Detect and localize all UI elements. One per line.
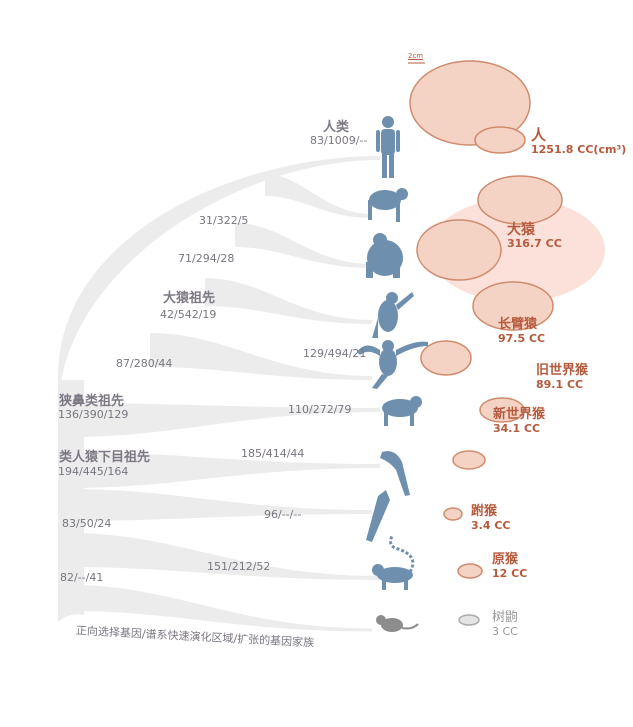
simian-ancestor-label: 类人猿下目祖先 [59, 450, 151, 465]
tarsier-stats: 96/--/-- [264, 508, 302, 521]
human-silhouette-icon [376, 116, 400, 178]
root-stats: 82/--/41 [60, 571, 104, 584]
lemur-stats: 151/212/52 [207, 560, 271, 573]
tarsier-brain-image [443, 507, 463, 521]
treeshrew-silhouette-icon [376, 615, 419, 632]
lemur-brain-image [457, 563, 483, 579]
chimp-stats: 31/322/5 [199, 214, 249, 227]
catarrhine-ancestor-label: 狭鼻类祖先 [59, 394, 125, 409]
new-world-monkey-brain-image [452, 450, 486, 470]
branch-gorilla [235, 223, 372, 268]
branch-old-world-monkey [70, 403, 380, 437]
human-stats: 83/1009/-- [310, 134, 368, 147]
gibbon-silhouette-icon [357, 340, 428, 389]
gorilla-silhouette-icon [366, 233, 403, 278]
great-ape-ancestor-stats: 42/542/19 [160, 308, 217, 321]
chimp-brain-image [477, 175, 563, 225]
chimpanzee-silhouette-icon [368, 188, 408, 222]
branch-tarsier [70, 489, 372, 521]
branch-new-world-monkey [70, 452, 380, 488]
simian-ancestor-stats: 194/445/164 [58, 465, 129, 478]
branch-orangutan [205, 278, 372, 324]
new-world-monkey-silhouette-icon [380, 451, 410, 496]
branch-treeshrew [70, 585, 372, 632]
old-world-monkey-brain-image [479, 397, 525, 423]
treeshrew-brain-image [458, 614, 480, 626]
branch-gibbon [150, 333, 372, 380]
tarsier-silhouette-icon [366, 490, 390, 542]
hominoid-stats: 87/280/44 [116, 357, 173, 370]
branch-chimp [265, 174, 372, 218]
gibbon-brain-image [420, 340, 472, 376]
great-ape-ancestor-label: 大猿祖先 [163, 291, 216, 306]
human-label: 人类 [323, 120, 350, 135]
catarrhine-ancestor-stats: 136/390/129 [58, 408, 129, 421]
branch-lemur [70, 533, 380, 580]
primate-stats: 83/50/24 [62, 517, 112, 530]
old-world-monkey-silhouette-icon [382, 396, 422, 426]
lemur-silhouette-icon [372, 535, 415, 590]
gibbon-stats: 129/494/21 [303, 347, 367, 360]
orangutan-silhouette-icon [372, 292, 414, 338]
scale-bar-label: 2cm [408, 52, 424, 60]
new-world-stats: 185/414/44 [241, 447, 305, 460]
old-world-stats: 110/272/79 [288, 403, 352, 416]
human-brain-image [409, 60, 531, 154]
gorilla-brain-image [416, 219, 502, 281]
orangutan-brain-image [472, 281, 554, 331]
gorilla-stats: 71/294/28 [178, 252, 235, 265]
